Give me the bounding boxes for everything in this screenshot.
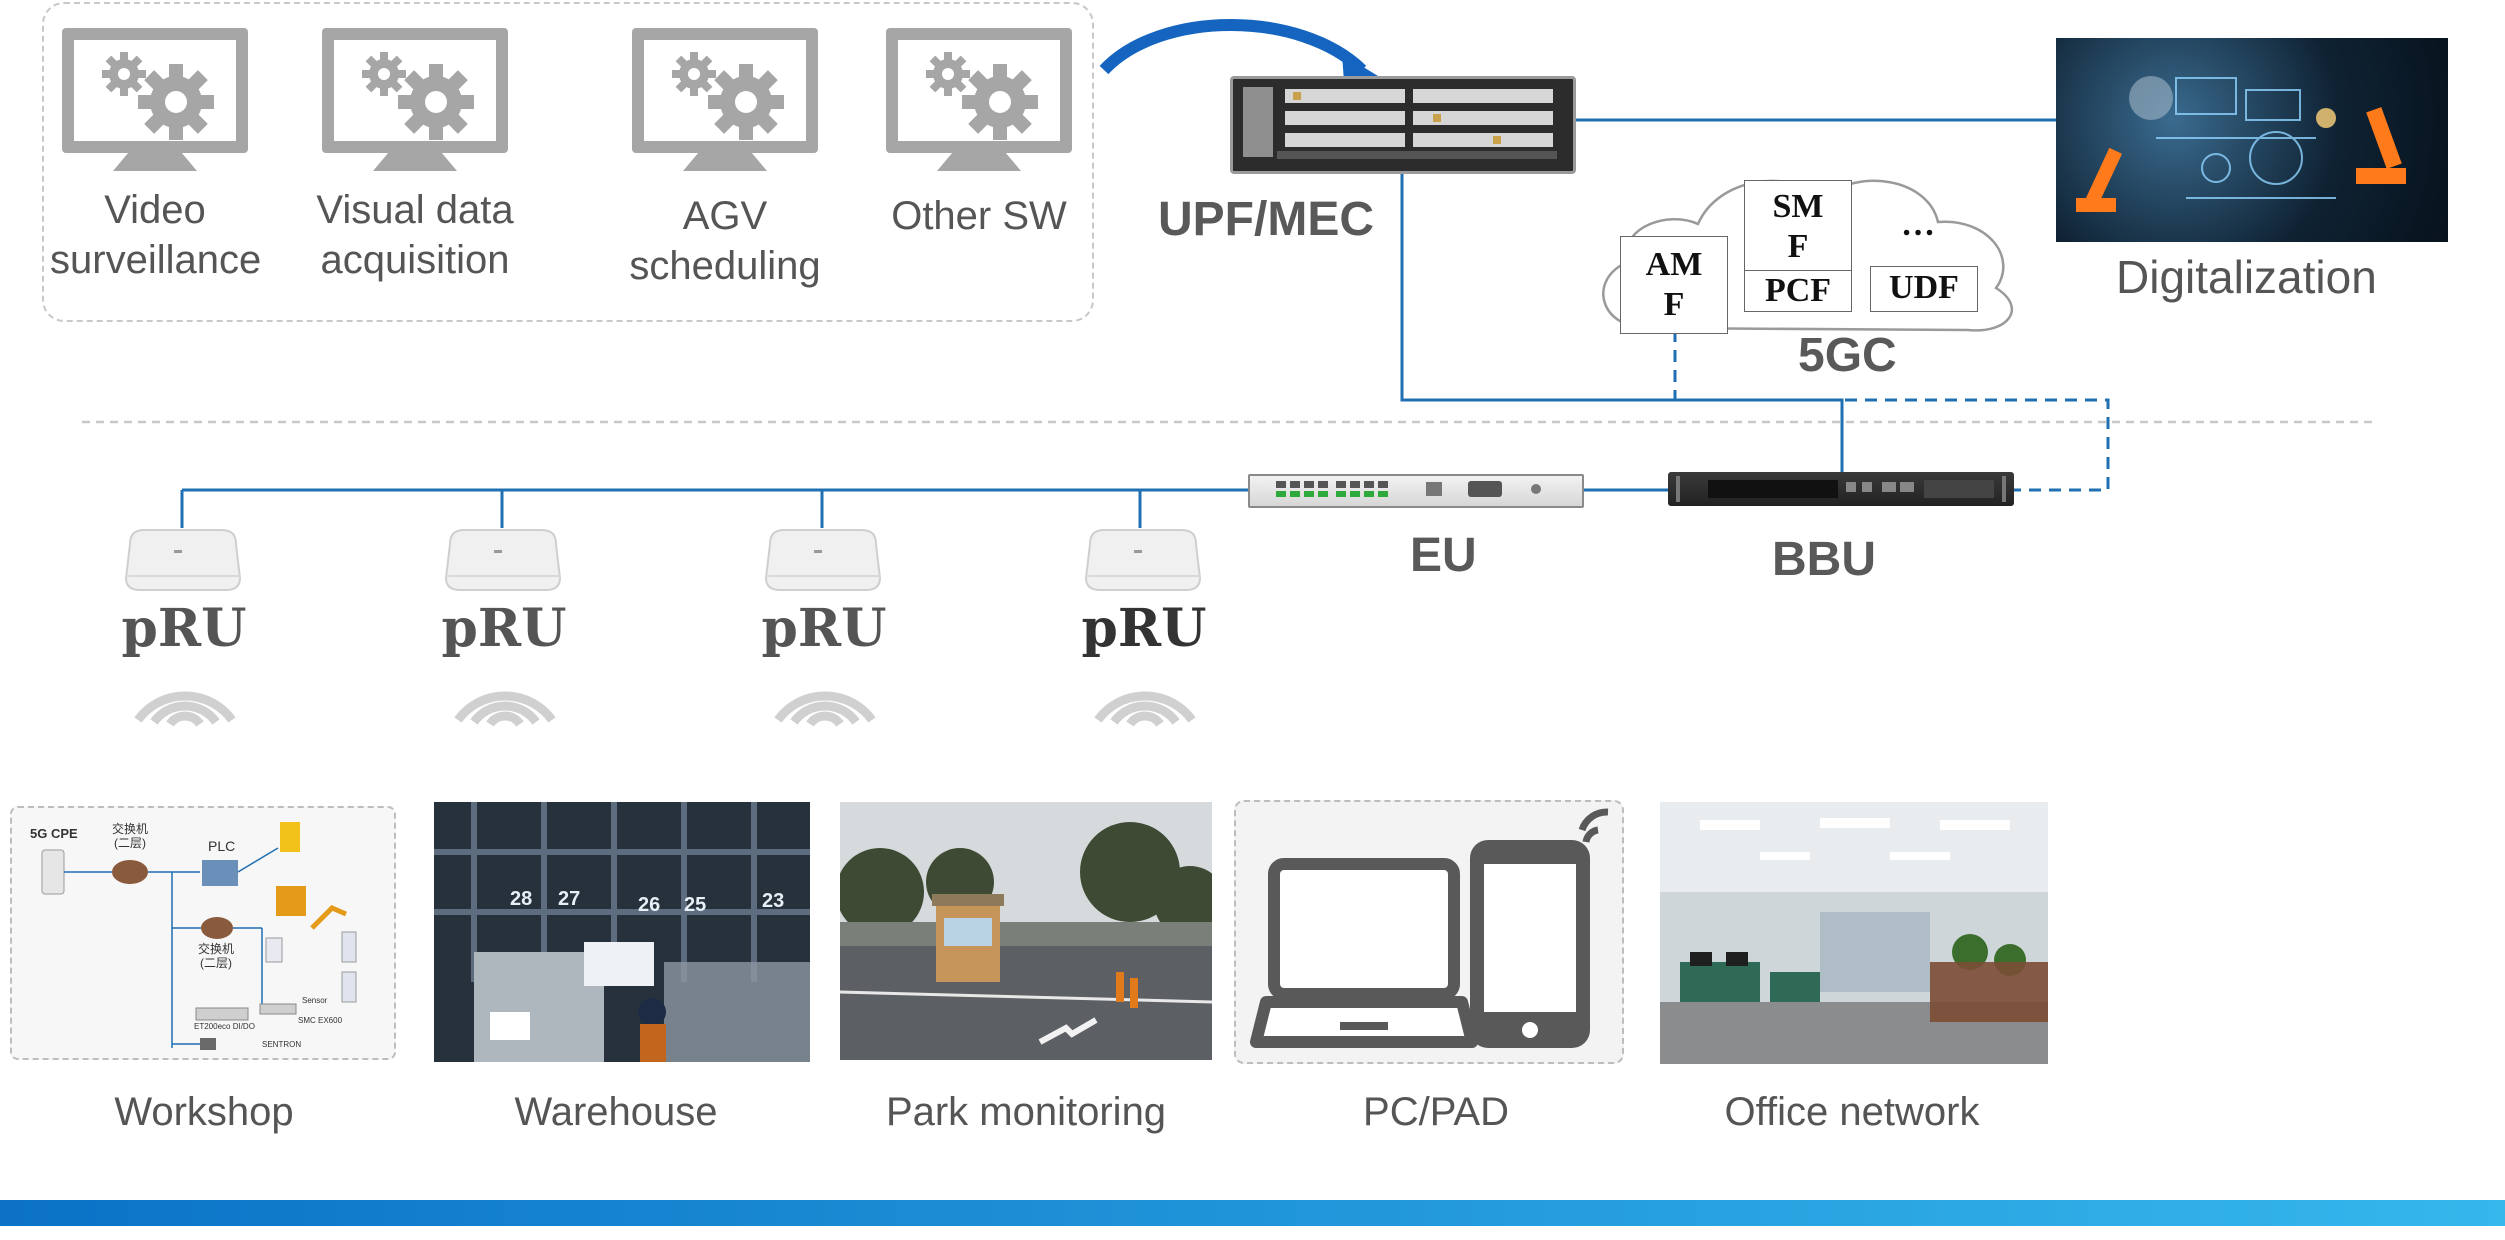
curved-arrow <box>1099 19 1367 75</box>
amf-line2: F <box>1663 286 1685 323</box>
bottom-accent-bar <box>0 1200 2505 1226</box>
software-label-line1: Visual data <box>316 188 514 232</box>
pcf-box: PCF <box>1744 270 1852 312</box>
software-item-video-surveillance: Video surveillance <box>50 28 262 285</box>
workshop-switch1-label: 交换机 (二层) <box>112 822 149 850</box>
pru-device-2 <box>440 526 566 596</box>
software-label-line2: scheduling <box>629 244 821 288</box>
amf-box: AM F <box>1620 236 1728 334</box>
site-label-park-monitoring: Park monitoring <box>885 1090 1167 1134</box>
fivegc-label: 5GC <box>1798 329 1897 382</box>
smf-line2: F <box>1787 228 1809 265</box>
wifi-signal-icon <box>134 691 236 727</box>
site-label-workshop: Workshop <box>114 1090 294 1134</box>
warehouse-image: 28 27 26 25 23 <box>434 802 810 1062</box>
eu-device <box>1248 474 1584 508</box>
pcf-label: PCF <box>1764 272 1832 309</box>
park-monitoring-image <box>840 802 1212 1060</box>
software-label-line1: AGV <box>682 194 768 238</box>
workshop-sensor-label: Sensor <box>302 996 328 1005</box>
monitor-gear-icon <box>886 28 1072 153</box>
workshop-cpe-label: 5G CPE <box>30 826 78 841</box>
software-item-visual-data-acquisition: Visual data acquisition <box>310 28 520 285</box>
pc-pad-image <box>1234 800 1624 1064</box>
nf-ellipsis: … <box>1901 206 1935 243</box>
pru-label-4: pRU <box>1081 598 1207 659</box>
pru-label-2: pRU <box>441 598 567 659</box>
rack-number-26: 26 <box>638 894 661 916</box>
rack-number-28: 28 <box>510 888 533 910</box>
workshop-switch2-label: 交换机 (二层) <box>198 942 235 970</box>
workshop-plc-label: PLC <box>208 838 236 854</box>
workshop-smc-label: SMC EX600 <box>298 1016 343 1025</box>
udf-label: UDF <box>1889 269 1959 306</box>
site-label-warehouse: Warehouse <box>514 1090 718 1134</box>
workshop-et200-label: ET200eco DI/DO <box>194 1022 255 1031</box>
bbu-label: BBU <box>1772 533 1876 586</box>
software-label-line1: Other SW <box>891 194 1067 238</box>
tablet-icon <box>1470 840 1590 1048</box>
arrow-head-icon <box>1342 54 1378 82</box>
wireless-icon <box>1578 808 1609 843</box>
software-item-agv-scheduling: AGV scheduling <box>620 28 830 291</box>
laptop-icon <box>1250 858 1478 1048</box>
pru-device-1 <box>120 526 246 596</box>
rack-number-25: 25 <box>684 894 707 916</box>
software-item-other-sw: Other SW <box>874 28 1084 241</box>
wifi-signal-icon <box>774 691 876 727</box>
wifi-signal-icon <box>454 691 556 727</box>
software-group <box>42 2 1094 322</box>
digitalization-label: Digitalization <box>2116 251 2377 303</box>
wifi-signal-icon <box>1094 691 1196 727</box>
software-label-line1: Video <box>104 188 206 232</box>
site-label-pc-pad: PC/PAD <box>1363 1090 1509 1134</box>
office-network-image <box>1660 802 2048 1064</box>
pru-device-4 <box>1080 526 1206 596</box>
amf-line1: AM <box>1645 246 1703 283</box>
upf-mec-device <box>1230 76 1576 174</box>
link-upf-bbu <box>1400 165 1844 474</box>
software-label-line2: surveillance <box>50 238 262 282</box>
monitor-gear-icon <box>322 28 508 153</box>
pru-device-3 <box>760 526 886 596</box>
digitalization-image <box>2056 38 2448 242</box>
site-label-office-network: Office network <box>1724 1090 1980 1134</box>
smf-line1: SM <box>1772 188 1824 225</box>
smf-box: SM F <box>1744 180 1852 272</box>
rack-number-27: 27 <box>558 888 581 910</box>
workshop-sentron-label: SENTRON <box>262 1040 302 1049</box>
link-5gc-bbu-control <box>1673 330 2110 492</box>
upf-mec-label: UPF/MEC <box>1158 193 1374 246</box>
software-label-line2: acquisition <box>320 238 510 282</box>
bbu-device <box>1668 472 2014 506</box>
workshop-image: 5G CPE 交换机 (二层) PLC 交换机 (二层) ET200eco DI… <box>10 806 396 1060</box>
udf-box: UDF <box>1870 266 1978 312</box>
pru-label-3: pRU <box>761 598 887 659</box>
eu-label: EU <box>1410 529 1477 582</box>
monitor-gear-icon <box>632 28 818 153</box>
monitor-gear-icon <box>62 28 248 153</box>
pru-label-1: pRU <box>121 598 247 659</box>
rack-number-23: 23 <box>762 890 785 912</box>
